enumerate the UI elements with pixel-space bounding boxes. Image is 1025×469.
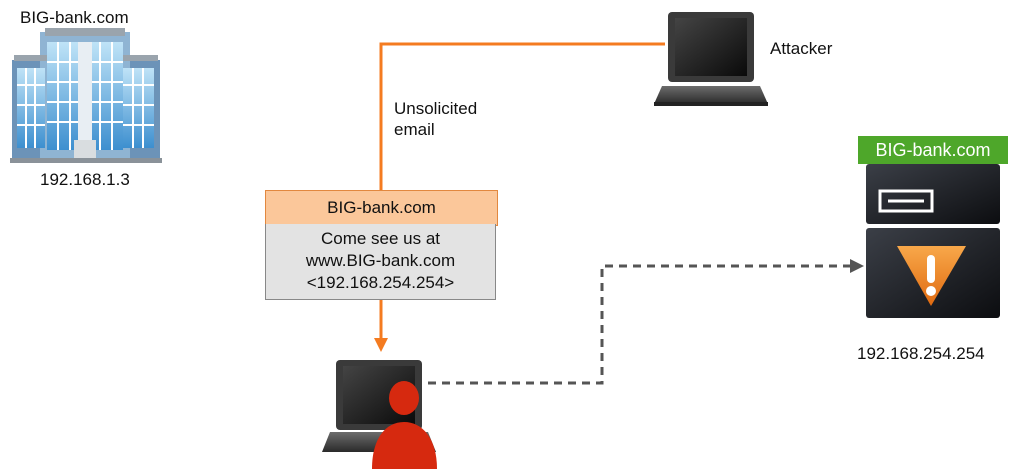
arrowhead-icon <box>850 259 864 273</box>
unsolicited-email-path <box>374 42 665 352</box>
bank-ip: 192.168.1.3 <box>40 170 130 189</box>
bank-building-icon <box>10 28 162 163</box>
email-label: email <box>394 120 435 139</box>
email-line: <192.168.254.254> <box>306 273 455 292</box>
unsolicited-label: Unsolicited <box>394 99 478 118</box>
fake-server-ip: 192.168.254.254 <box>857 344 985 363</box>
email-line: Come see us at <box>320 229 441 248</box>
email-line: www.BIG-bank.com <box>305 251 456 270</box>
email-body: Come see us at www.BIG-bank.com <192.168… <box>265 224 496 300</box>
bank-name: BIG-bank.com <box>20 8 129 27</box>
attacker-label: Attacker <box>770 39 833 58</box>
email-header: BIG-bank.com <box>265 190 498 226</box>
attacker-laptop-icon <box>654 12 768 106</box>
arrowhead-icon <box>374 338 388 352</box>
fake-server-badge: BIG-bank.com <box>858 136 1008 164</box>
victim-user-icon <box>372 381 437 469</box>
phishing-email-card: BIG-bank.com Come see us at www.BIG-bank… <box>265 190 498 300</box>
warning-icon <box>897 246 966 306</box>
redirect-dashed-path <box>428 259 864 385</box>
